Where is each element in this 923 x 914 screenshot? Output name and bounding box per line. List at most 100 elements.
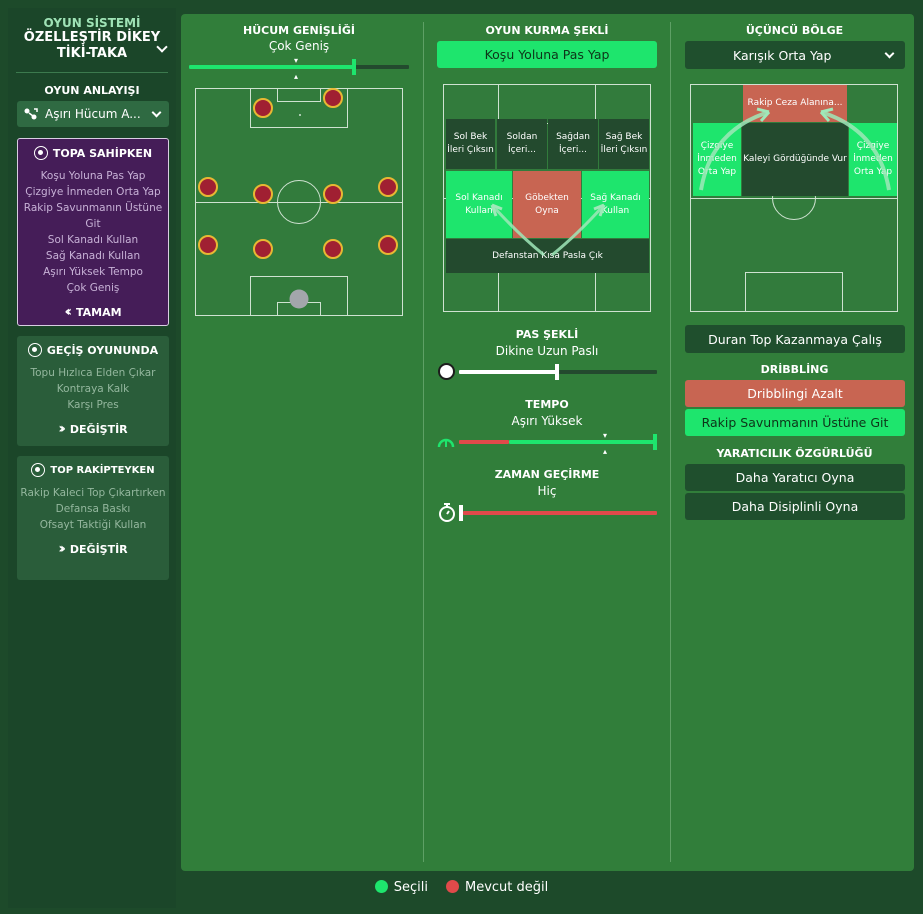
width-slider-handle[interactable] [352, 59, 356, 75]
divider [16, 72, 168, 73]
passing-slider-handle[interactable] [555, 364, 559, 380]
tempo-slider[interactable] [509, 440, 657, 444]
goal-box-top [277, 88, 321, 102]
in-transition-title: GEÇİŞ OYUNUNDA [46, 343, 159, 357]
list-item: Ofsayt Taktiği Kullan [39, 519, 147, 531]
player-marker[interactable] [198, 177, 218, 197]
change-transition-button[interactable]: ››DEĞİŞTİR [17, 421, 169, 437]
system-name: ÖZELLEŞTİR DİKEY [23, 30, 161, 45]
tempo-title: TEMPO [525, 398, 569, 411]
out-of-possession-list: Rakip Kaleci Top Çıkartırken Defansa Bas… [17, 485, 169, 533]
list-item: Çok Geniş [66, 282, 120, 294]
legend-selected: Seçili [374, 880, 428, 895]
width-value: Çok Geniş [268, 39, 330, 53]
penalty-box-top [498, 84, 596, 124]
penalty-box-bottom [745, 272, 843, 312]
list-item: Koşu Yoluna Pas Yap [40, 170, 146, 182]
buildup-arrows [490, 203, 606, 257]
passing-slider-fill [459, 370, 557, 374]
buildup-title: OYUN KURMA ŞEKLİ [485, 24, 609, 37]
tempo-slider-handle[interactable] [653, 434, 657, 450]
list-item: Sağ Kanadı Kullan [45, 250, 141, 262]
player-marker[interactable] [198, 235, 218, 255]
set-piece-button[interactable]: Duran Top Kazanmaya Çalış [685, 325, 905, 353]
tempo-gauge-icon [437, 438, 455, 448]
player-marker[interactable] [253, 184, 273, 204]
player-marker[interactable] [323, 239, 343, 259]
list-item: Sol Kanadı Kullan [47, 234, 139, 246]
ball-icon [33, 146, 48, 160]
dribble-less-button[interactable]: Dribblingi Azalt [685, 380, 905, 407]
red-dot-icon [445, 880, 459, 893]
mentality-dropdown[interactable]: Aşırı Hücum A... [17, 101, 169, 127]
player-marker[interactable] [253, 98, 273, 118]
system-name-2: TİKİ-TAKA [56, 46, 128, 61]
player-marker[interactable] [323, 88, 343, 108]
list-item: Rakip Savunmanın Üstüne Git [23, 202, 163, 230]
be-more-expressive-button[interactable]: Daha Yaratıcı Oyna [685, 464, 905, 491]
goalkeeper-marker[interactable] [289, 289, 309, 309]
player-marker[interactable] [323, 184, 343, 204]
mentality-value: Aşırı Hücum A... [45, 107, 141, 121]
in-possession-title: TOPA SAHİPKEN [52, 146, 153, 160]
buildup-selected-button[interactable]: Koşu Yoluna Pas Yap [437, 41, 657, 68]
list-item: Rakip Kaleci Top Çıkartırken Defansa Bas… [20, 487, 166, 515]
transition-icon [27, 343, 42, 357]
final-third-title: ÜÇÜNCÜ BÖLGE [745, 24, 844, 37]
player-marker[interactable] [253, 239, 273, 259]
passing-title: PAS ŞEKLİ [515, 328, 579, 341]
zone-rb-forward[interactable]: Sağ Bek İleri Çıksın [599, 119, 649, 169]
ok-button[interactable]: ‹‹TAMAM [18, 304, 168, 320]
legend-selected-label: Seçili [393, 880, 428, 895]
timewasting-slider-handle[interactable] [459, 505, 463, 521]
marker-icon: ▾▴ [294, 56, 299, 81]
football-icon [438, 363, 455, 380]
zone-lb-forward[interactable]: Sol Bek İleri Çıksın [446, 119, 495, 169]
width-title: HÜCUM GENİŞLİĞİ [243, 24, 355, 37]
out-of-possession-title: TOP RAKİPTEYKEN [50, 464, 155, 476]
mentality-label: OYUN ANLAYIŞI [44, 84, 140, 97]
zone-short-buildup[interactable]: Defanstan Kısa Pasla Çık [446, 239, 649, 273]
zone-centre[interactable]: Göbekten Oyna [513, 171, 581, 238]
tactics-panel: HÜCUM GENİŞLİĞİ Çok Geniş ▾▴ OYUN KURMA … [181, 14, 914, 871]
timewasting-value: Hiç [537, 484, 557, 498]
crossing-dropdown[interactable]: Karışık Orta Yap [685, 41, 905, 69]
change-button-label: DEĞİŞTİR [69, 542, 128, 556]
zone-shoot-on-sight[interactable]: Kaleyi Gördüğünde Vur [742, 123, 848, 196]
list-item: Karşı Pres [67, 399, 119, 411]
be-more-disciplined-button[interactable]: Daha Disiplinli Oyna [685, 493, 905, 520]
defence-icon [31, 463, 46, 477]
tempo-value: Aşırı Yüksek [511, 414, 583, 428]
legend-unavailable-label: Mevcut değil [464, 880, 549, 895]
stopwatch-icon [439, 503, 455, 522]
list-item: Çizgiye İnmeden Orta Yap [25, 186, 161, 198]
tempo-slider-unavailable [459, 440, 509, 444]
run-at-defence-button[interactable]: Rakip Savunmanın Üstüne Git [685, 409, 905, 436]
zone-left-inside[interactable]: Soldan İçeri... [497, 119, 547, 169]
system-label: OYUN SİSTEMİ [43, 16, 141, 30]
list-item: Topu Hızlıca Elden Çıkar [30, 367, 156, 379]
penalty-spot [299, 114, 301, 116]
crossing-dropdown-value: Karışık Orta Yap [733, 47, 832, 63]
zone-right-inside[interactable]: Sağdan İçeri... [548, 119, 598, 169]
out-of-possession-panel[interactable]: TOP RAKİPTEYKEN Rakip Kaleci Top Çıkartı… [17, 456, 169, 580]
sidebar: OYUN SİSTEMİ ÖZELLEŞTİR DİKEY TİKİ-TAKA … [8, 8, 176, 908]
change-out-of-possession-button[interactable]: ›› DEĞİŞTİR [17, 541, 169, 557]
list-item: Kontraya Kalk [56, 383, 130, 395]
zone-left-flank[interactable]: Sol Kanadı Kullan [446, 171, 512, 238]
player-marker[interactable] [378, 177, 398, 197]
green-dot-icon [374, 880, 388, 893]
zone-right-flank[interactable]: Sağ Kanadı Kullan [582, 171, 649, 238]
final-third-pitch: Rakip Ceza Alanına... Çizgiye İnmeden Or… [690, 84, 898, 312]
player-marker[interactable] [378, 235, 398, 255]
marker-icon: ▾▴ [603, 431, 608, 456]
passing-value: Dikine Uzun Paslı [495, 344, 599, 358]
chevrons-right-icon: ›› [58, 541, 65, 557]
dribbling-title: DRİBBLİNG [760, 363, 829, 376]
timewasting-slider[interactable] [463, 511, 657, 515]
formation-pitch [195, 88, 403, 316]
tactic-header[interactable]: OYUN SİSTEMİ ÖZELLEŞTİR DİKEY TİKİ-TAKA [8, 16, 176, 62]
